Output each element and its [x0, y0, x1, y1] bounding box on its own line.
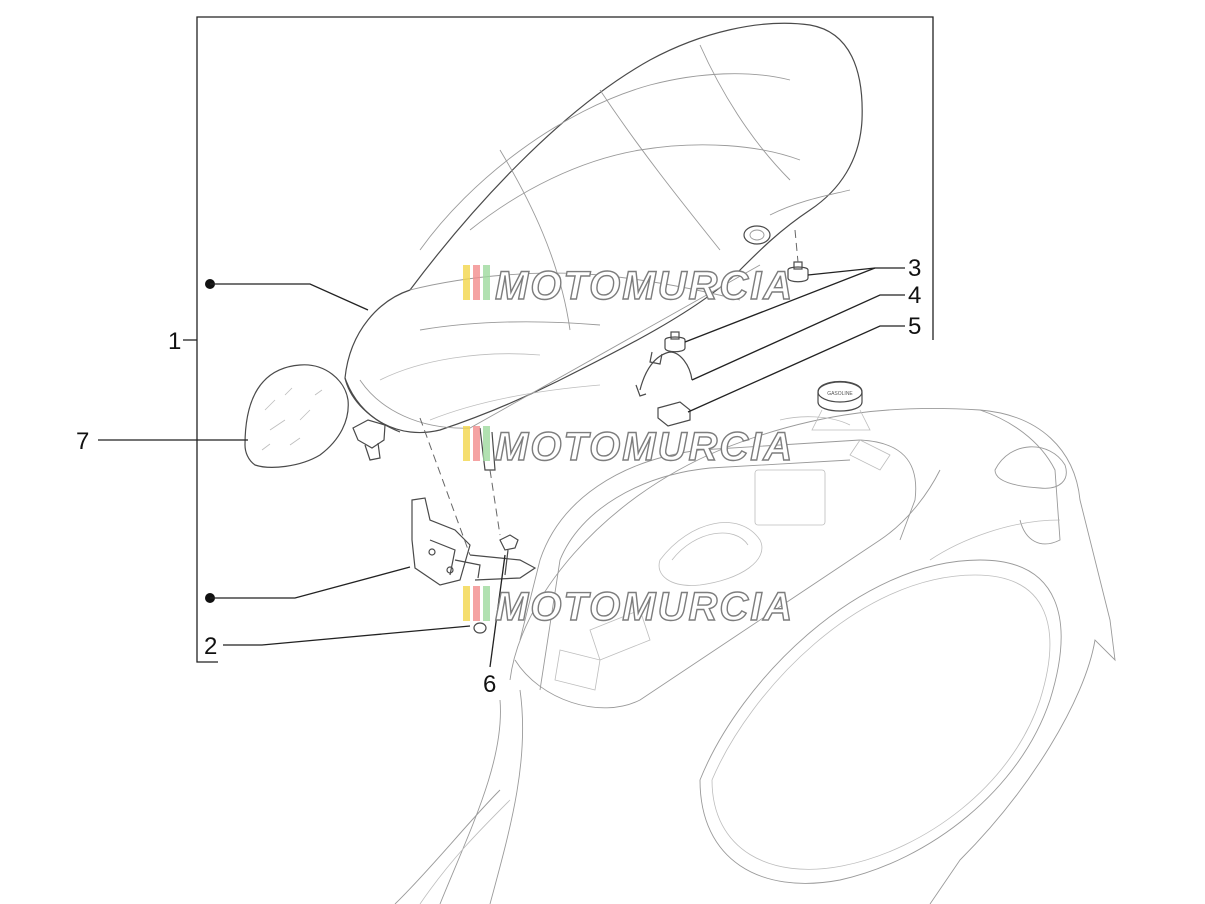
callout-5: 5: [908, 313, 921, 340]
watermark-top: MOTOMURCIA: [463, 263, 794, 309]
assembly-guide-lines: [419, 229, 799, 556]
screw-part: [499, 534, 519, 576]
callout-2: 2: [204, 633, 217, 660]
leader-lines: [98, 267, 905, 668]
callout-3: 3: [908, 255, 921, 282]
fuel-cap-label: GASOLINE: [827, 391, 853, 397]
callout-labels: 1 2 3 4 5 6 7: [76, 255, 921, 698]
watermark-text: MOTOMURCIA: [495, 585, 794, 629]
watermark-text: MOTOMURCIA: [495, 264, 794, 308]
callout-7: 7: [76, 428, 89, 455]
clip-part: [657, 401, 691, 427]
callout-6: 6: [483, 671, 496, 698]
callout-4: 4: [908, 282, 921, 309]
washer-part: [473, 622, 487, 634]
watermark-middle: MOTOMURCIA: [463, 424, 794, 470]
callout-1: 1: [168, 328, 181, 355]
assembly-bracket-box: [196, 16, 934, 663]
strap-part: [635, 351, 693, 397]
seat-cover-part: [244, 364, 349, 468]
watermark-text: MOTOMURCIA: [495, 425, 794, 469]
scooter-body: GASOLINE: [394, 381, 1116, 904]
seat-part: [344, 22, 863, 434]
watermark-bottom: MOTOMURCIA: [463, 584, 794, 630]
hinge-part: [411, 497, 537, 586]
